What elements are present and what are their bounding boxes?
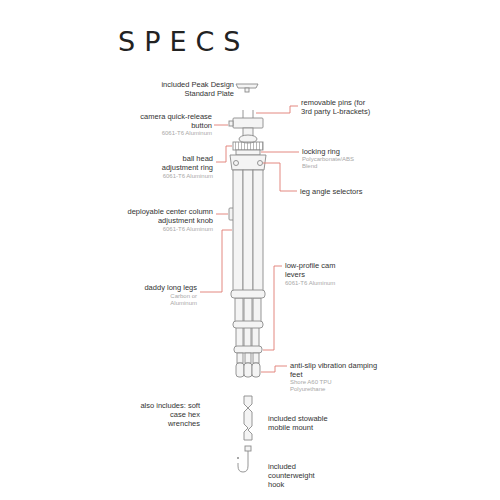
part-label: low-profile cam levers: [285, 261, 347, 279]
page-title: SPECS: [118, 26, 249, 57]
accessory-label: also includes: soft case hex wrenches: [138, 401, 200, 428]
material-note: Polycarbonate/ABS Blend: [302, 156, 364, 170]
part-label: camera quick-release button: [130, 112, 212, 130]
part-label: deployable center column adjustment knob: [113, 207, 213, 225]
material-note: 6061-T6 Aluminum: [285, 280, 365, 287]
part-label: ball head adjustment ring: [155, 154, 213, 172]
material-note: Carbon or Aluminum: [153, 293, 197, 307]
part-label: included Peak Design Standard Plate: [142, 80, 234, 98]
part-label: removable pins (for 3rd party L-brackets…: [301, 98, 375, 116]
material-note: Shore A60 TPU Polyurethane: [290, 379, 342, 393]
part-label: daddy long legs: [117, 283, 197, 292]
accessory-label: included counterweight hook: [268, 462, 330, 489]
accessory-label: included stowable mobile mount: [268, 414, 340, 432]
material-note: 6061-T6 Aluminum: [133, 173, 213, 180]
part-label: anti-slip vibration damping feet: [290, 361, 382, 379]
material-note: 6061-T6 Aluminum: [132, 130, 212, 137]
part-label: locking ring: [302, 147, 382, 156]
material-note: 6061-T6 Aluminum: [133, 226, 213, 233]
part-label: leg angle selectors: [300, 187, 390, 196]
